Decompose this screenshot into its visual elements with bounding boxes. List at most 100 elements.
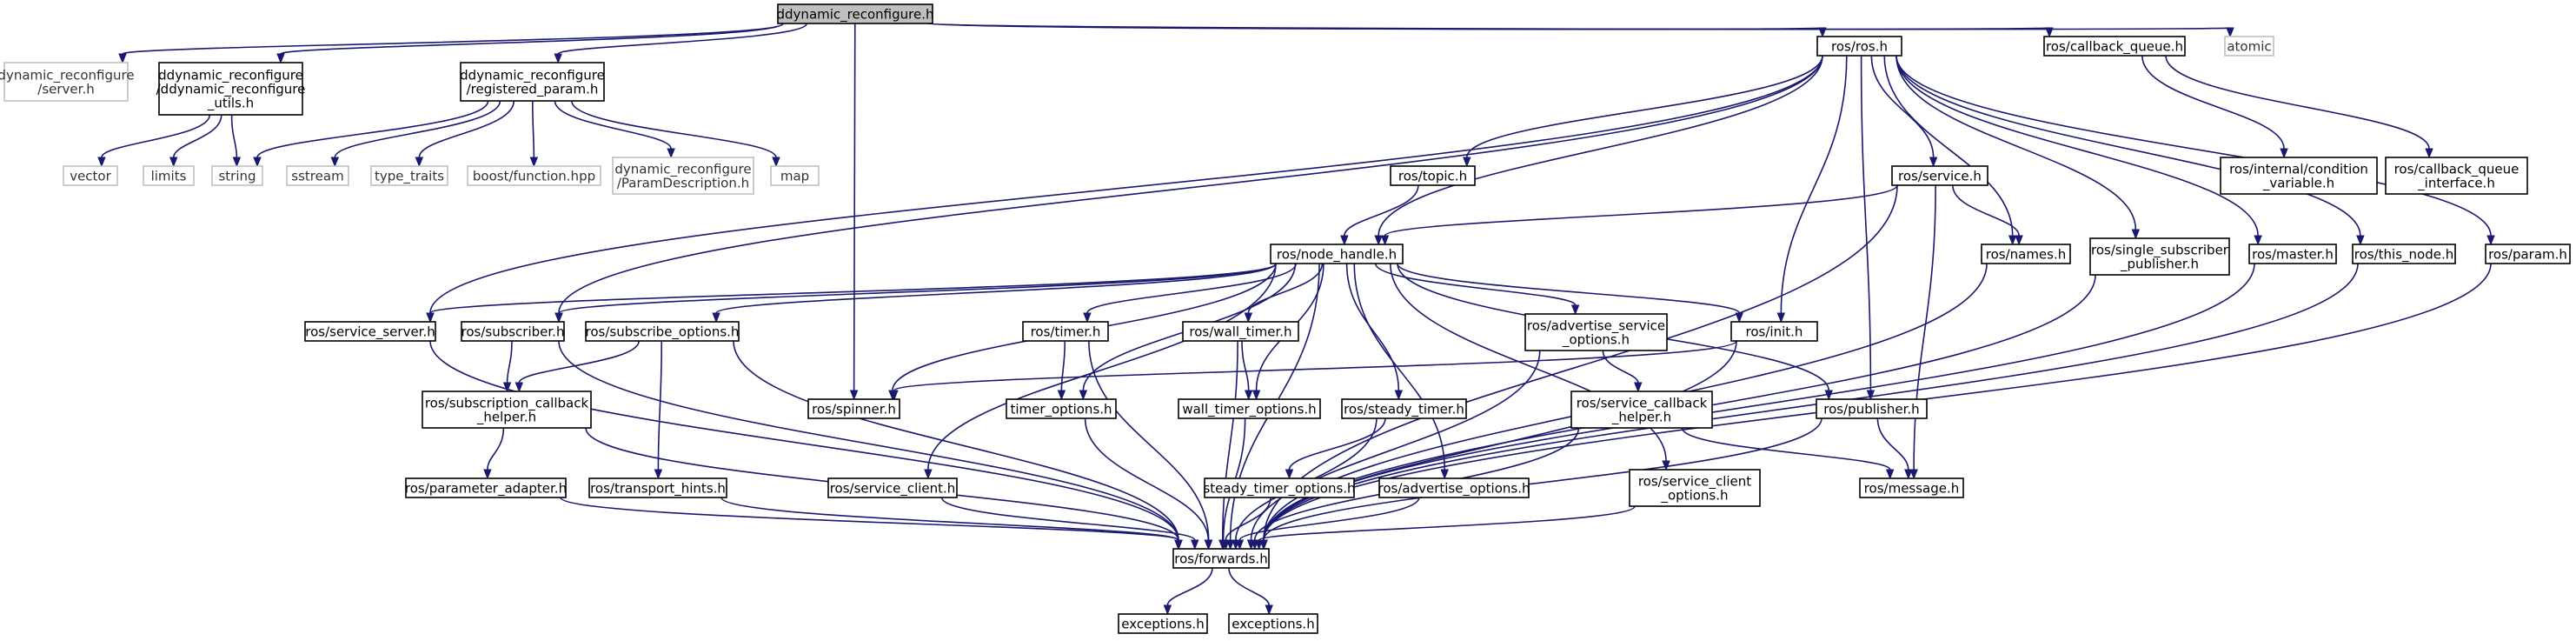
edge-adv_svc_opts-to-svc_cb_helper [1602,350,1643,393]
node-ros-names-h[interactable]: ros/names.h [1981,244,2071,264]
node-ros-subscriber-h[interactable]: ros/subscriber.h [461,321,565,342]
node-ros-service-h[interactable]: ros/service.h [1891,165,1988,186]
node-ros-timer-h[interactable]: ros/timer.h [1022,321,1109,342]
edge-line [1384,184,1898,237]
node-box [467,165,601,186]
edge-line [558,263,1277,314]
node-box [1390,165,1476,186]
node-ros-wall-timer-h[interactable]: ros/wall_timer.h [1182,321,1299,342]
node-box [1859,477,1964,498]
edge-node_handle-to-wall_timer [1244,263,1324,324]
node-ros-subscribe-options-h[interactable]: ros/subscribe_options.h [585,321,740,342]
edge-node_handle-to-init [1397,263,1743,324]
node-ros-service-server-h[interactable]: ros/service_server.h [304,321,436,342]
edge-cb_queue-to-cbq_iface [2165,55,2433,159]
edge-sub_opts-to-transport_hints [654,340,663,480]
node-ros-transport-hints-h[interactable]: ros/transport_hints.h [588,477,727,498]
node-ros-publisher-h[interactable]: ros/publisher.h [1816,398,1928,419]
node-ros-service-client-h[interactable]: ros/service_client.h [827,477,958,498]
node-ros-service-callback-helper-h[interactable]: ros/service_callback_helper.h [1570,391,1713,429]
node-ddynamic-reconfigure-registered-param-h[interactable]: ddynamic_reconfigure/registered_param.h [460,62,605,102]
edge-service-to-message [1909,184,1936,480]
node-label: dynamic_reconfigure [614,162,751,178]
node-vector[interactable]: vector [63,165,118,186]
node-ros-callback-queue-interface-h[interactable]: ros/callback_queue_interface.h [2385,157,2528,195]
node-box [460,62,605,102]
node-box [1816,36,1902,57]
node-ros-ros-h[interactable]: ros/ros.h [1816,36,1902,57]
node-label: wall_timer_options.h [1182,402,1316,418]
edge-line [122,23,784,55]
node-steady-timer-options-h[interactable]: steady_timer_options.h [1203,477,1356,498]
node-ros-node-handle-h[interactable]: ros/node_handle.h [1270,244,1404,264]
node-ros-advertise-service-options-h[interactable]: ros/advertise_service_options.h [1524,313,1668,351]
edge-wall_timer-to-wall_timer_opts [1241,340,1253,401]
node-ros-advertise-options-h[interactable]: ros/advertise_options.h [1378,477,1530,498]
node-label: ros/callback_queue [2394,162,2520,178]
edge-arrowhead [1251,390,1261,401]
node-box [158,62,303,116]
node-ros-topic-h[interactable]: ros/topic.h [1390,165,1476,186]
node-ros-forwards-h[interactable]: ros/forwards.h [1172,548,1270,569]
node-atomic[interactable]: atomic [2224,36,2274,57]
edge-arrowhead [1340,235,1349,246]
edge-arrowhead [2008,235,2017,246]
edge-reg_param-to-boost_fn [529,100,539,168]
edge-line [487,427,505,471]
node-ros-spinner-h[interactable]: ros/spinner.h [807,398,900,419]
node-label: ros/names.h [1986,247,2067,263]
edge-line [1602,350,1639,384]
edge-line [1263,417,1822,541]
node-sstream[interactable]: sstream [286,165,349,186]
edge-arrowhead [1634,382,1643,393]
node-ddynamic-reconfigure-h[interactable]: ddynamic_reconfigure.h [777,3,934,24]
edge-line [1344,184,1419,237]
edge-topic-to-node_handle [1340,184,1419,246]
node-label: _helper.h [1611,410,1671,426]
node-label: ddynamic_reconfigure [460,68,605,84]
edge-svc_client_opts-to-forwards [1254,505,1636,551]
node-ros-param-h[interactable]: ros/param.h [2485,244,2571,264]
node-ros-service-client-options-h[interactable]: ros/service_client_options.h [1629,469,1761,507]
edge-forwards-to-exceptions2 [1228,567,1273,616]
node-ddynamic-reconfigure-ddynamic-reconfigure-utils-h[interactable]: ddynamic_reconfigure/ddynamic_reconfigur… [156,62,306,116]
node-limits[interactable]: limits [143,165,195,186]
node-dynamic-reconfigure-paramdescription-h[interactable]: dynamic_reconfigure/ParamDescription.h [612,157,754,195]
node-map[interactable]: map [770,165,820,186]
node-box [2220,157,2378,195]
node-wall-timer-options-h[interactable]: wall_timer_options.h [1178,398,1321,419]
edge-line [558,55,1823,314]
node-ros-subscription-callback-helper-h[interactable]: ros/subscription_callback_helper.h [422,391,592,429]
node-string[interactable]: string [211,165,263,186]
node-ros-steady-timer-h[interactable]: ros/steady_timer.h [1341,398,1467,419]
node-box [2248,244,2337,264]
edge-reg_param-to-map [571,100,780,168]
node-ros-master-h[interactable]: ros/master.h [2248,244,2337,264]
edge-line [2165,55,2430,150]
edge-svc_client-to-forwards [940,497,1199,551]
node-box [2485,244,2571,264]
edge-arrowhead [1204,539,1213,551]
edge-line [1086,263,1297,314]
node-ros-parameter-adapter-h[interactable]: ros/parameter_adapter.h [405,477,567,498]
node-timer-options-h[interactable]: timer_options.h [1006,398,1117,419]
node-dynamic-reconfigure-server-h[interactable]: dynamic_reconfigure/server.h [0,62,135,102]
node-ros-init-h[interactable]: ros/init.h [1730,321,1818,342]
edge-init-to-forwards [1259,340,1737,551]
edge-line [1397,263,1741,314]
node-ros-this-node-h[interactable]: ros/this_node.h [2352,244,2456,264]
node-ros-single-subscriber-publisher-h[interactable]: ros/single_subscriber_publisher.h [2089,237,2230,276]
node-type-traits[interactable]: type_traits [370,165,448,186]
node-ros-callback-queue-h[interactable]: ros/callback_queue.h [2043,36,2186,57]
node-exceptions-h-2[interactable]: exceptions.h [1228,613,1318,634]
node-label: _options.h [1660,488,1728,504]
node-ros-message-h[interactable]: ros/message.h [1859,477,1964,498]
node-ros-internal-condition-variable-h[interactable]: ros/internal/condition_variable.h [2220,157,2378,195]
node-label: dynamic_reconfigure [0,68,135,84]
node-exceptions-h[interactable]: exceptions.h [1118,613,1208,634]
node-boost-function-hpp[interactable]: boost/function.hpp [467,165,601,186]
edge-arrowhead [554,312,563,324]
node-box [1118,613,1208,634]
edge-arrowhead [2425,148,2433,159]
node-box [143,165,195,186]
